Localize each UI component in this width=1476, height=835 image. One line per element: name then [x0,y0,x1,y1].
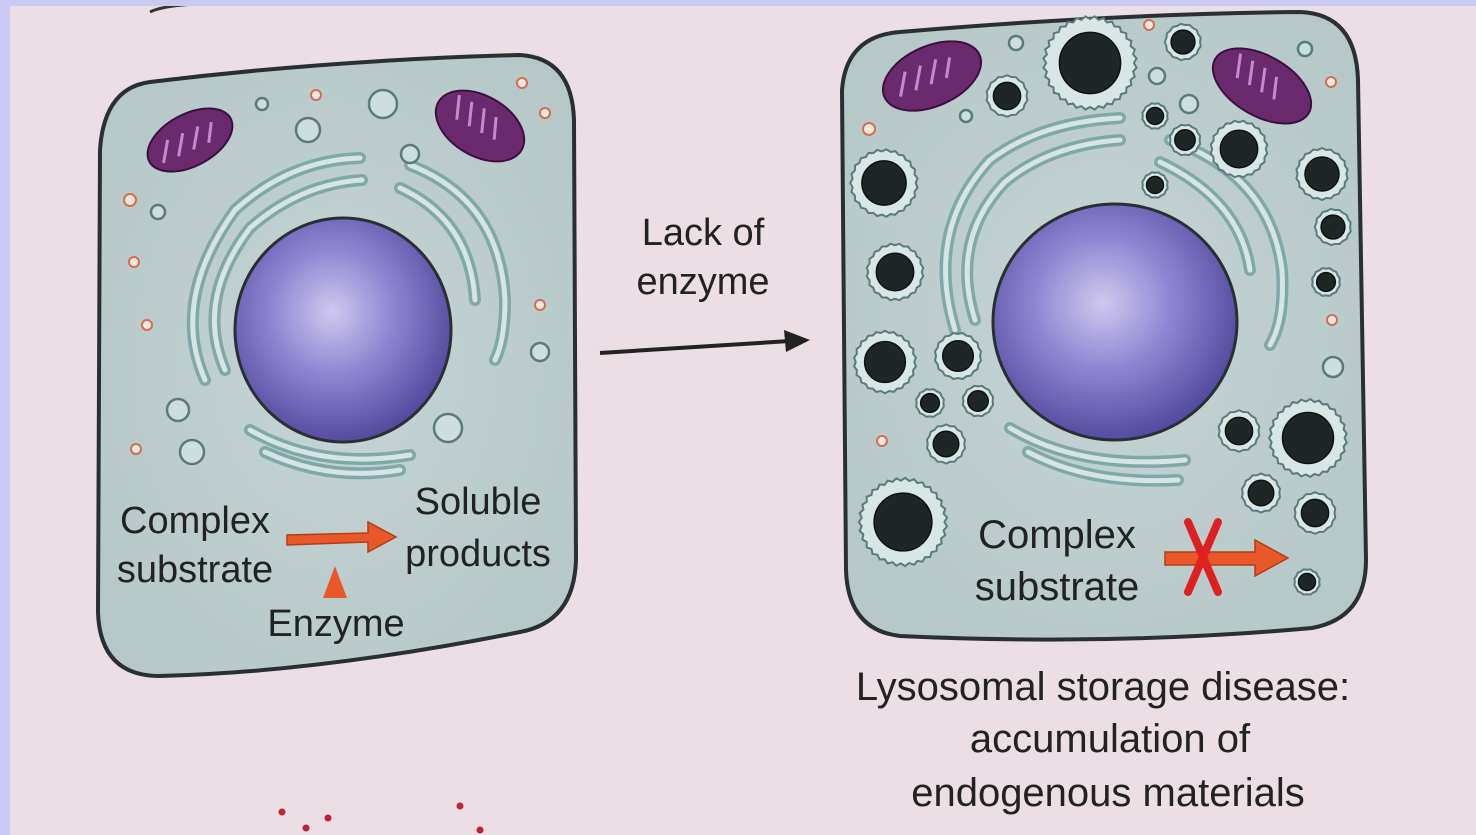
lysosome [916,389,944,417]
substrate-label-line1: Complex [120,500,270,542]
lysosome [987,75,1028,117]
lysosome [1219,410,1260,452]
page: Complex substrate Soluble products Enzym… [10,6,1476,835]
lysosome [1315,209,1351,245]
caption-line1: Lysosomal storage disease: [856,665,1350,709]
transition-label-line2: enzyme [636,261,769,303]
nucleus [993,204,1237,440]
lysosome [854,331,916,393]
product-label-line2: products [405,533,551,575]
substrate-label-line2: substrate [117,549,273,591]
product-label-line1: Soluble [415,481,542,523]
lysosome [1142,172,1167,197]
lysosome [1170,125,1200,155]
lysosome [1211,121,1267,177]
lysosome [1165,24,1201,60]
normal-cell: Complex substrate Soluble products Enzym… [98,55,576,676]
lysosome [1242,474,1280,513]
lysosome [1296,148,1347,200]
diseased-cell: Complex substrate [842,12,1366,640]
lysosomal-storage-diagram: Complex substrate Soluble products Enzym… [10,6,1476,835]
lysosome [867,244,923,300]
caption-line3: endogenous materials [911,771,1305,815]
lysosome [1295,492,1336,534]
transition-label-line1: Lack of [642,212,765,254]
transition-arrow [600,341,790,353]
caption: Lysosomal storage disease: accumulation … [856,665,1350,815]
lysosome [927,425,965,464]
caption-line2: accumulation of [970,717,1251,761]
lysosome [935,333,981,379]
cropped-figure-edge [150,6,300,12]
lysosome [963,386,993,416]
nucleus [235,218,451,442]
lysosome [1142,103,1167,128]
transition: Lack of enzyme [600,212,810,353]
substrate-label-line2: substrate [975,565,1140,609]
lysosome [1294,569,1319,594]
substrate-label-line1: Complex [978,513,1136,557]
decorative-dots [279,803,484,834]
enzyme-label: Enzyme [267,603,404,645]
lysosome [1312,268,1340,296]
